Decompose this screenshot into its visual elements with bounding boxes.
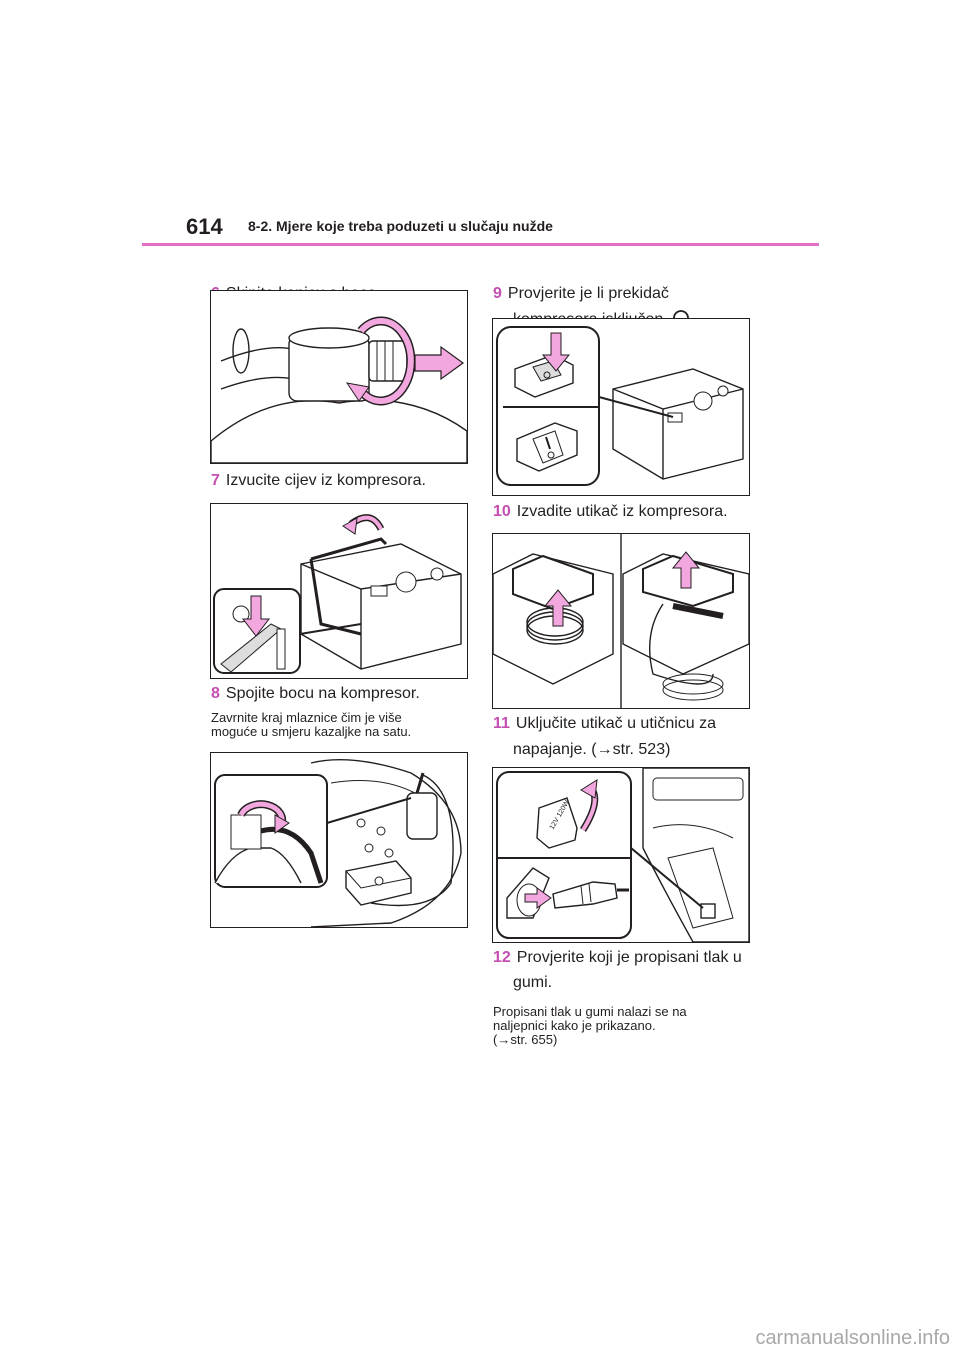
step-number: 10: [493, 503, 511, 520]
step-text: gumi.: [513, 974, 553, 991]
figure-power-outlet: 12V 120W: [492, 767, 750, 943]
step-12: 12 Provjerite koji je propisani tlak u: [493, 944, 742, 972]
step-12-line2: gumi.: [513, 969, 552, 997]
figure-compressor-switch: [492, 318, 750, 496]
step-7: 7 Izvucite cijev iz kompresora.: [211, 467, 426, 495]
step-number: 7: [211, 472, 220, 489]
step-10: 10 Izvadite utikač iz kompresora.: [493, 498, 728, 526]
step-text: Uključite utikač u utičnicu za: [515, 715, 717, 732]
step-text: Izvucite cijev iz kompresora.: [225, 472, 426, 489]
step-text: napajanje. (→str. 523): [513, 741, 671, 758]
step-number: 9: [493, 285, 502, 302]
note-line: (→str. 655): [493, 1032, 558, 1047]
note-line: Propisani tlak u gumi nalazi se na: [493, 1004, 687, 1019]
step-12-note: Propisani tlak u gumi nalazi se na nalje…: [493, 1005, 687, 1047]
step-8: 8 Spojite bocu na kompresor.: [211, 680, 420, 708]
header-rule: [142, 243, 819, 246]
step-9: 9 Provjerite je li prekidač: [493, 280, 669, 308]
note-line: naljepnici kako je prikazano.: [493, 1018, 656, 1033]
step-8-note: Zavrnite kraj mlaznice čim je više moguć…: [211, 711, 411, 739]
note-line: moguće u smjeru kazaljke na satu.: [211, 724, 412, 739]
step-text: Provjerite je li prekidač: [507, 285, 669, 302]
step-11: 11 Uključite utikač u utičnicu za: [493, 710, 716, 738]
step-number: 11: [493, 715, 510, 732]
step-text: Izvadite utikač iz kompresora.: [516, 503, 728, 520]
figure-pull-hose: [210, 503, 468, 679]
step-number: 8: [211, 685, 220, 702]
step-11-line2: napajanje. (→str. 523): [513, 736, 670, 764]
watermark: carmanualsonline.info: [755, 1327, 950, 1349]
page-number: 614: [186, 214, 223, 239]
note-line: Zavrnite kraj mlaznice čim je više: [211, 710, 402, 725]
figure-remove-plug: [492, 533, 750, 709]
section-title: 8-2. Mjere koje treba poduzeti u slučaju…: [248, 218, 553, 234]
figure-remove-bottle-cap: [210, 290, 468, 464]
figure-connect-bottle: [210, 752, 468, 928]
step-text: Spojite bocu na kompresor.: [225, 685, 420, 702]
step-number: 12: [493, 949, 511, 966]
step-text: Provjerite koji je propisani tlak u: [516, 949, 742, 966]
